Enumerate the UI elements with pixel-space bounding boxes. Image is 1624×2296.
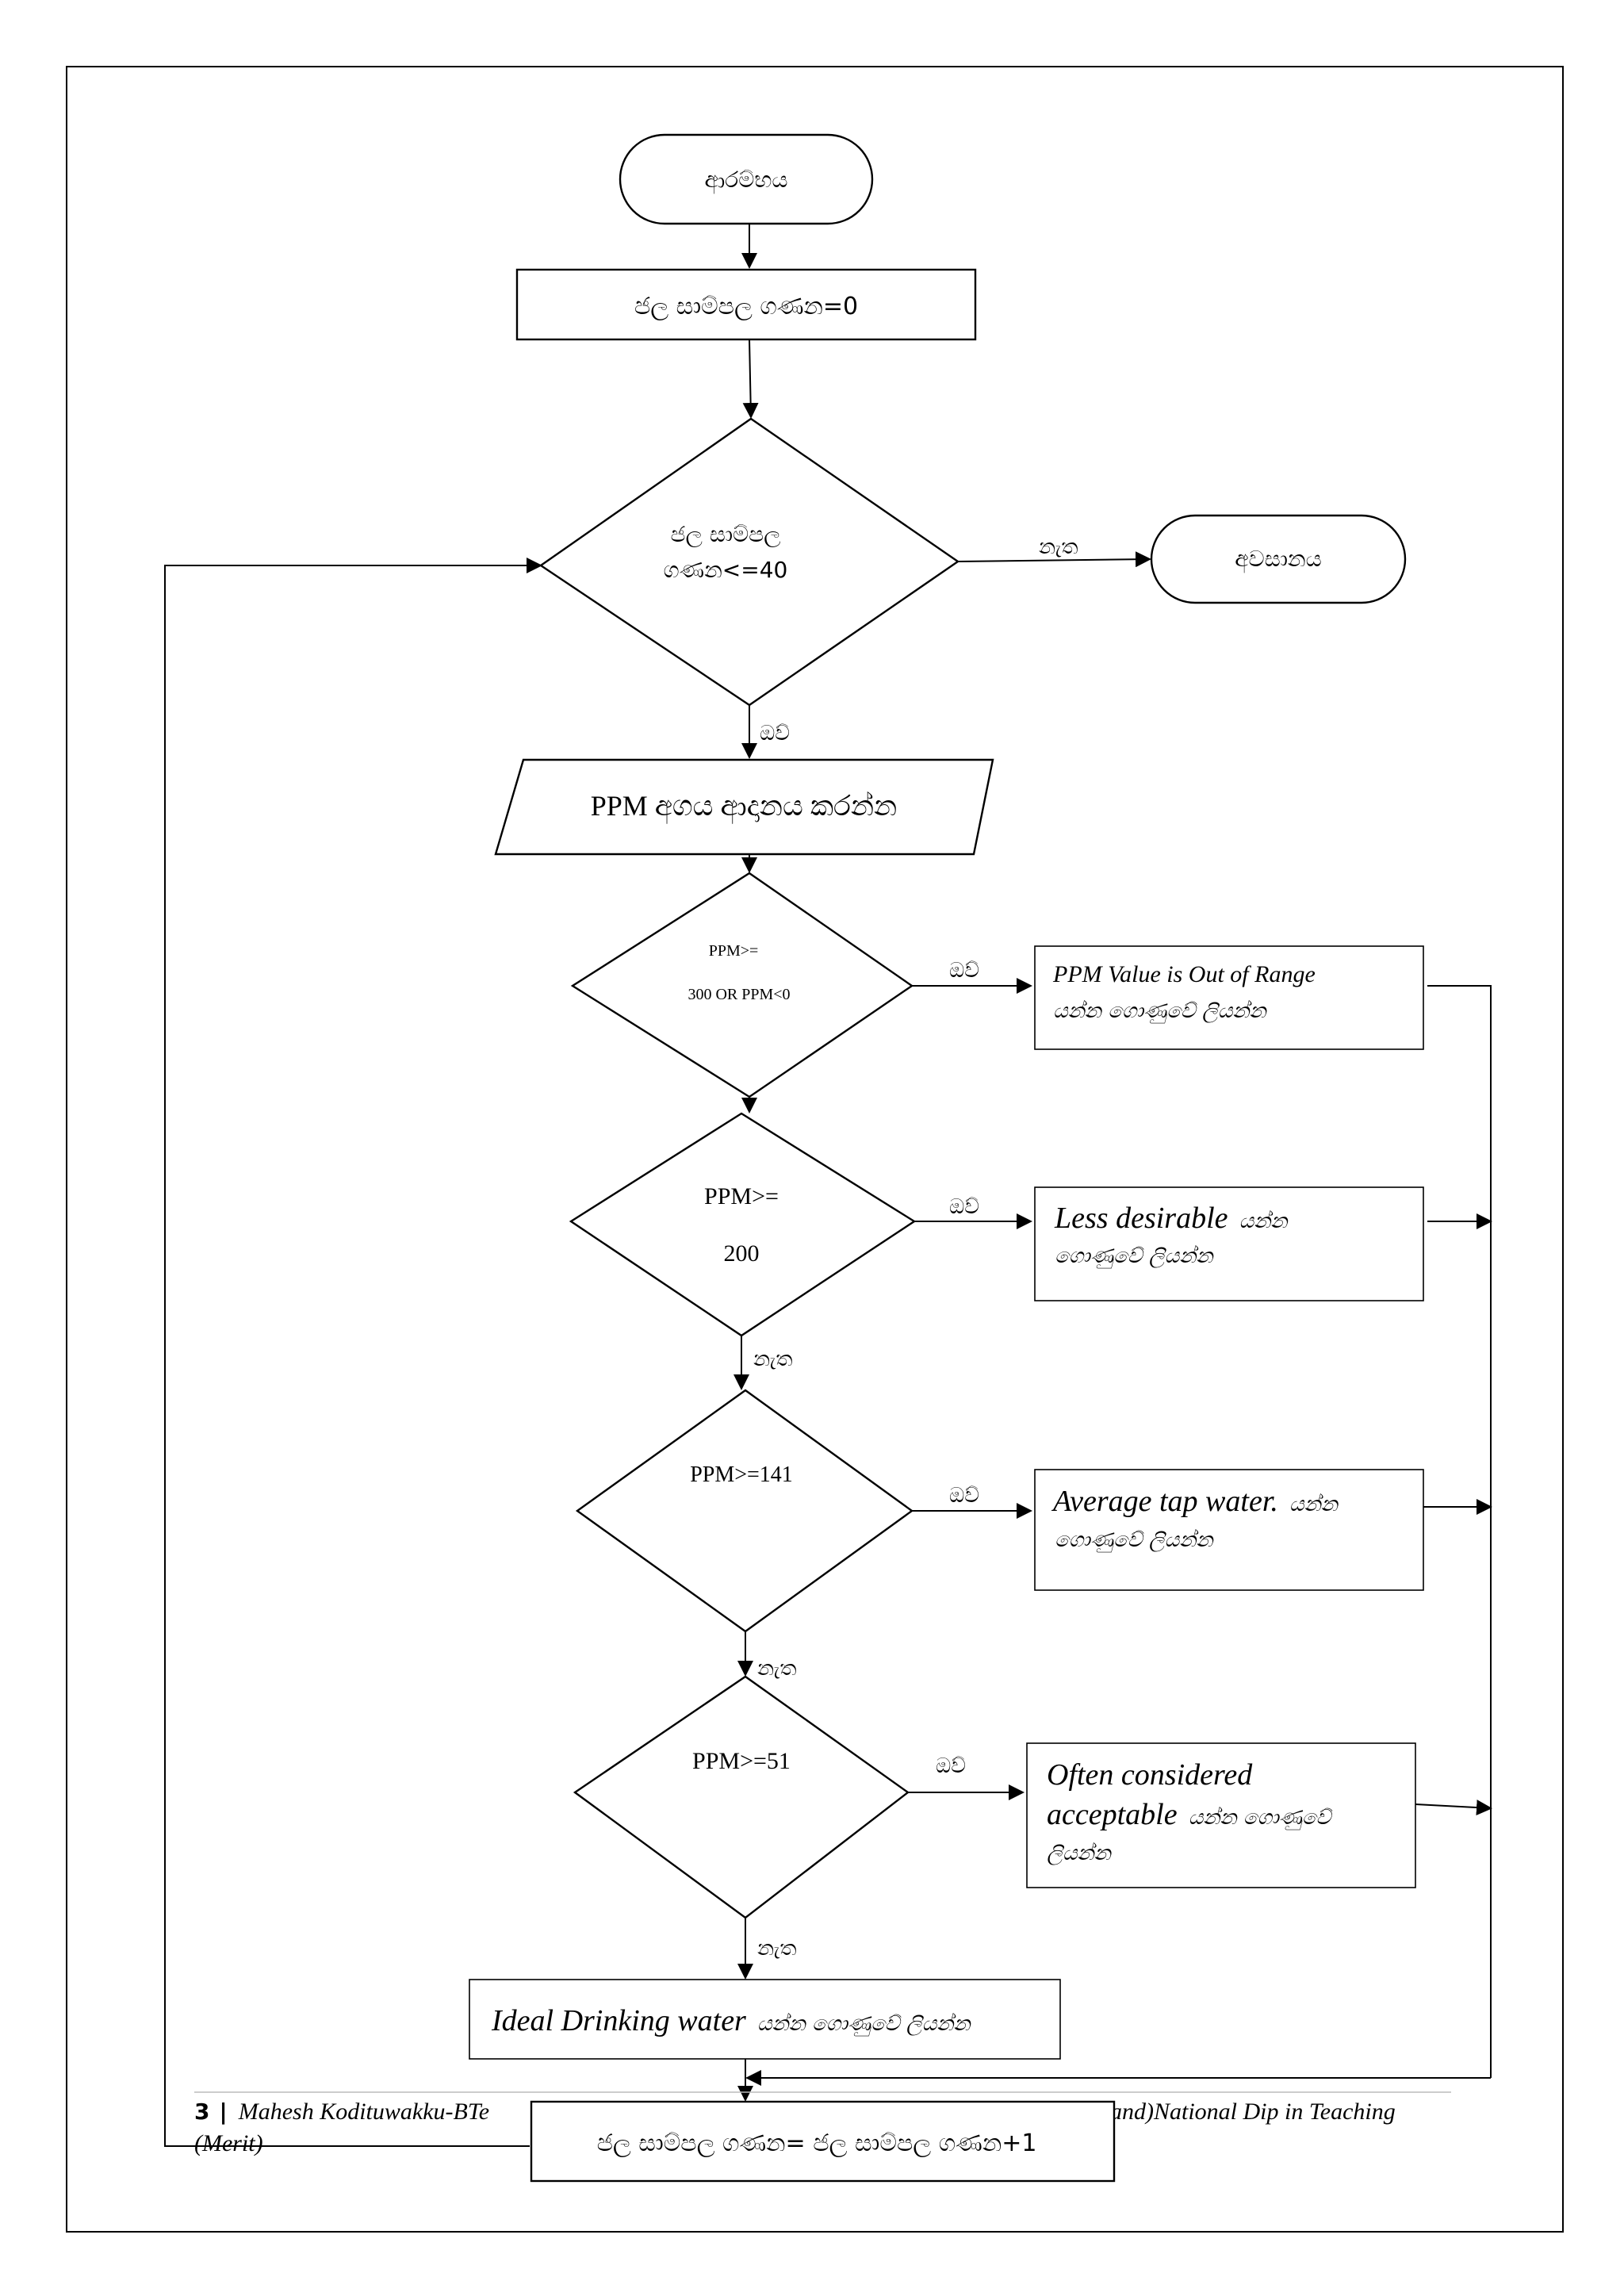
- out-range-line2: යන්න ගොණුවේ ලියන්න: [1053, 999, 1268, 1024]
- init-process: [515, 268, 977, 341]
- range-cond-line1: PPM>=: [709, 942, 759, 960]
- edge-label-c200-yes: ඔව්: [949, 1195, 979, 1219]
- out-range-box: [1034, 945, 1424, 1050]
- out-ideal-si: යන්න ගොණුවේ ලියන්න: [757, 2012, 972, 2037]
- out-ideal-box: [469, 1979, 1061, 2060]
- c141-decision: [575, 1389, 914, 1633]
- out-avg-line1: Average tap water. යන්න: [1051, 1485, 1339, 1518]
- edge-label-c200-no: නැත: [753, 1347, 792, 1371]
- footer-text-left: Mahesh Kodituwakku-BTe: [238, 2099, 489, 2125]
- edge-loop-end: [957, 551, 1151, 568]
- c200-cond-line1: PPM>=: [704, 1183, 779, 1209]
- increment-label: ජල සාම්පල ගණන= ජල සාම්පල ගණන+1: [597, 2129, 1037, 2157]
- c51-cond: PPM>=51: [692, 1748, 791, 1774]
- edge-label-c141-yes: ඔව්: [949, 1484, 979, 1508]
- edge-label-c51-yes: ඔව්: [936, 1754, 966, 1778]
- loop-cond-line1: ජල සාම්පල: [670, 521, 780, 547]
- out-often-line1: Often considered: [1047, 1758, 1253, 1792]
- out-ideal-en: Ideal Drinking water: [491, 2004, 746, 2037]
- out-less-line2: ගොණුවේ ලියන්න: [1055, 1244, 1214, 1269]
- out-avg-box: [1034, 1469, 1424, 1591]
- end-terminal: [1150, 514, 1407, 604]
- footer-separator: |: [219, 2099, 227, 2125]
- edge-label-c51-no: නැත: [757, 1937, 796, 1961]
- footer-page-number: 3: [194, 2099, 209, 2125]
- c141-cond: PPM>=141: [690, 1462, 793, 1487]
- edge-label-c141-no: නැත: [757, 1657, 796, 1681]
- loop-cond-line2: ගණන<=40: [664, 557, 788, 583]
- footer-line2: (Merit): [194, 2130, 263, 2156]
- out-avg-en: Average tap water.: [1051, 1485, 1278, 1518]
- out-often-si: යන්න ගොණුවේ: [1189, 1806, 1334, 1830]
- c51-decision: [573, 1675, 910, 1919]
- out-ideal-line: Ideal Drinking water යන්න ගොණුවේ ලියන්න: [491, 2004, 971, 2037]
- increment-process: [530, 2100, 1116, 2183]
- edge-label-loop-no: නැත: [1039, 535, 1078, 559]
- out-avg-line2: ගොණුවේ ලියන්න: [1055, 1528, 1214, 1553]
- page-frame: [66, 66, 1564, 2233]
- input-label: PPM අගය ආදානය කරන්න: [591, 790, 898, 824]
- range-decision: [570, 872, 914, 1098]
- init-label: ජල සාම්පල ගණන=0: [634, 293, 858, 320]
- range-cond-line2: 300 OR PPM<0: [688, 986, 790, 1003]
- out-less-box: [1034, 1186, 1424, 1301]
- footer-text-right: and)National Dip in Teaching: [1110, 2099, 1396, 2125]
- c200-cond-line2: 200: [724, 1240, 760, 1267]
- out-often-line3: ලියන්න: [1047, 1842, 1113, 1865]
- out-often-en: acceptable: [1047, 1798, 1178, 1831]
- start-label: ආරම්භය: [704, 167, 787, 194]
- input-ppm: [494, 758, 994, 856]
- out-avg-si: යන්න: [1289, 1493, 1339, 1516]
- footer-line1: 3 | Mahesh Kodituwakku-BTe: [194, 2099, 489, 2125]
- start-terminal: [619, 133, 874, 225]
- out-less-si: යන්න: [1239, 1209, 1289, 1233]
- edge-increment-loopback: [164, 558, 542, 2147]
- out-less-line1: Less desirable යන්න: [1054, 1202, 1289, 1235]
- edge-out-range-collector: [1427, 985, 1492, 2078]
- connectors: [164, 224, 1492, 2147]
- c200-decision: [569, 1112, 917, 1337]
- edge-out-often-collector: [1415, 1800, 1492, 1816]
- out-often-line2: acceptable යන්න ගොණුවේ: [1047, 1798, 1333, 1831]
- out-range-line1: PPM Value is Out of Range: [1052, 961, 1316, 987]
- edge-label-loop-yes: ඔව්: [760, 722, 790, 746]
- end-label: අවසානය: [1235, 546, 1322, 573]
- loop-decision: [538, 417, 960, 707]
- edge-label-range-yes: ඔව්: [949, 959, 979, 983]
- out-less-en: Less desirable: [1054, 1202, 1228, 1235]
- edge-init-loop: [742, 339, 759, 419]
- out-often-box: [1026, 1742, 1416, 1888]
